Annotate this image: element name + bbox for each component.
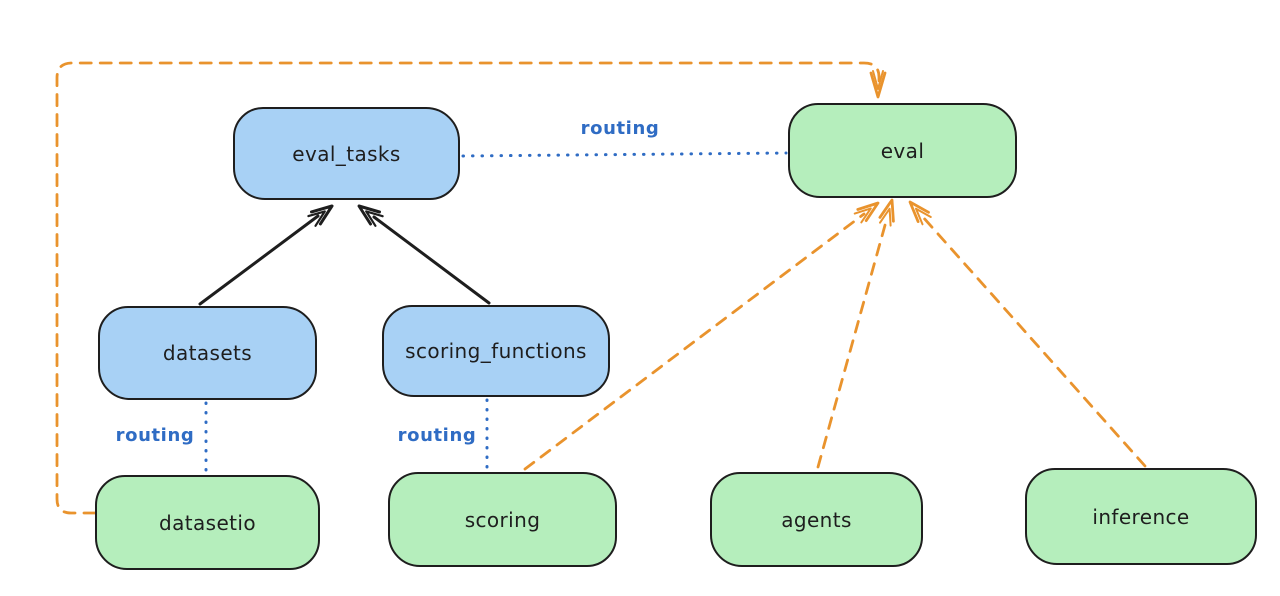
node-inference-label: inference xyxy=(1092,504,1190,529)
node-eval-label: eval xyxy=(880,138,925,163)
edge-inference-to-eval xyxy=(908,200,1147,468)
node-agents-label: agents xyxy=(781,507,852,532)
node-eval-tasks-label: eval_tasks xyxy=(292,141,401,166)
node-scoring-label: scoring xyxy=(464,507,541,532)
edge-label-routing-datasets-datasetio: routing xyxy=(115,425,195,446)
node-scoring: scoring xyxy=(388,472,617,567)
node-agents: agents xyxy=(710,472,923,567)
edge-eval-tasks-to-eval xyxy=(461,151,788,158)
edge-datasetio-to-eval xyxy=(55,61,887,515)
edge-label-routing-scoring-functions-scoring: routing xyxy=(397,425,477,446)
edge-label-routing-eval-tasks-eval: routing xyxy=(580,118,660,139)
node-datasets: datasets xyxy=(98,306,317,400)
edge-datasets-to-eval-tasks xyxy=(198,204,334,306)
node-scoring-functions-label: scoring_functions xyxy=(405,339,587,363)
node-datasetio: datasetio xyxy=(95,475,320,570)
node-datasets-label: datasets xyxy=(162,341,253,365)
node-datasetio-label: datasetio xyxy=(158,510,256,535)
node-eval: eval xyxy=(788,103,1017,198)
edge-scoring-to-eval xyxy=(523,201,880,471)
edge-scoring-functions-to-eval-tasks xyxy=(357,204,491,305)
node-scoring-functions: scoring_functions xyxy=(382,305,610,397)
node-eval-tasks: eval_tasks xyxy=(233,107,460,200)
node-inference: inference xyxy=(1025,468,1257,565)
edge-agents-to-eval xyxy=(816,198,895,469)
